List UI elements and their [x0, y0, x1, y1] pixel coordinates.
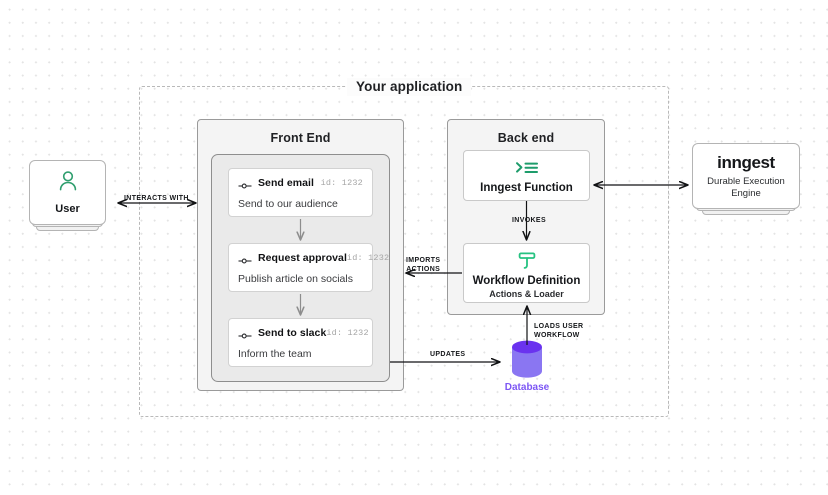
workflow-definition-label: Workflow Definition: [472, 275, 581, 287]
loads-user-workflow-line2: WORKFLOW: [534, 332, 580, 339]
application-boundary-title: Your application: [347, 78, 472, 96]
inngest-subtitle-line2: Engine: [731, 187, 761, 199]
workflow-definition-card[interactable]: Workflow Definition Actions & Loader: [463, 243, 590, 303]
user-icon: [58, 170, 78, 197]
step-id: id: 1232: [346, 253, 390, 263]
workflow-step-card[interactable]: Send email id: 1232 Send to our audience: [228, 168, 373, 217]
step-header: Send to slack id: 1232: [238, 326, 369, 340]
inngest-wordmark: inngest: [717, 153, 775, 172]
step-id: id: 1232: [326, 328, 369, 338]
terminal-prompt-icon: [464, 158, 589, 178]
connector-label-loads-user-workflow: LOADS USER WORKFLOW: [534, 322, 583, 340]
imports-actions-line2: ACTIONS: [406, 266, 441, 273]
step-id: id: 1232: [320, 178, 363, 188]
workflow-step-card[interactable]: Send to slack id: 1232 Inform the team: [228, 318, 373, 367]
inngest-box: inngest Durable Execution Engine: [692, 143, 800, 209]
database-node[interactable]: Database: [505, 338, 549, 393]
step-header: Request approval id: 1232: [238, 251, 389, 265]
step-description: Inform the team: [238, 348, 312, 360]
database-label: Database: [504, 382, 550, 393]
step-description: Publish article on socials: [238, 273, 353, 285]
step-title: Send email: [258, 177, 314, 189]
node-icon: [238, 328, 252, 339]
loads-user-workflow-line1: LOADS USER: [534, 323, 584, 330]
inngest-subtitle-line1: Durable Execution: [707, 176, 785, 187]
inngest-function-card[interactable]: Inngest Function: [463, 150, 590, 201]
inngest-subtitle: Durable Execution Engine: [707, 176, 785, 199]
connector-label-invokes: INVOKES: [512, 217, 546, 224]
step-title: Send to slack: [258, 327, 327, 339]
workflow-step-card[interactable]: Request approval id: 1232 Publish articl…: [228, 243, 389, 292]
node-icon: [238, 253, 252, 264]
backend-title: Back end: [497, 131, 555, 145]
node-icon: [238, 178, 252, 189]
user-label: User: [55, 203, 80, 215]
connector-label-interacts-with: INTERACTS WITH: [124, 195, 189, 202]
step-title: Request approval: [258, 252, 347, 264]
connector-label-imports-actions: IMPORTS ACTIONS: [406, 256, 440, 274]
frontend-title: Front End: [270, 131, 331, 145]
workflow-definition-sublabel: Actions & Loader: [489, 289, 564, 299]
database-cylinder-icon: [512, 340, 542, 378]
step-description: Send to our audience: [238, 198, 338, 210]
user-box: User: [29, 160, 106, 225]
step-header: Send email id: 1232: [238, 176, 363, 190]
connector-label-updates: UPDATES: [430, 351, 466, 358]
inngest-function-label: Inngest Function: [480, 182, 573, 194]
imports-actions-line1: IMPORTS: [406, 257, 441, 264]
workflow-tool-icon: [464, 251, 589, 271]
